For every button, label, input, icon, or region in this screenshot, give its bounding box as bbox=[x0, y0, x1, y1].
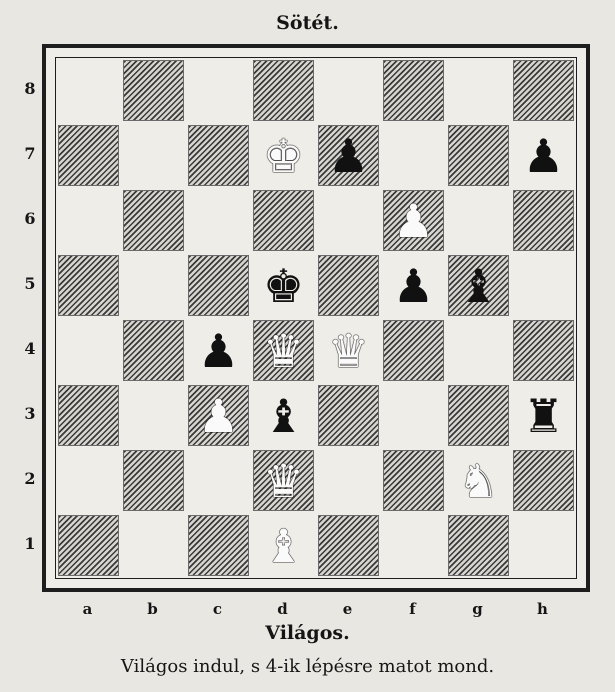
black-bishop-icon: ♝ bbox=[446, 253, 511, 318]
black-pawn-icon: ♟ bbox=[186, 318, 251, 383]
rank-label-6: 6 bbox=[22, 209, 38, 228]
square-e8 bbox=[316, 58, 381, 123]
square-b2 bbox=[123, 450, 184, 511]
rank-label-3: 3 bbox=[22, 404, 38, 423]
square-c8 bbox=[186, 58, 251, 123]
file-label-d: d bbox=[250, 600, 315, 618]
square-e2 bbox=[316, 448, 381, 513]
problem-caption: Világos indul, s 4-ik lépésre matot mond… bbox=[0, 656, 615, 677]
white-bishop-icon: ♝ bbox=[251, 513, 316, 578]
square-e5 bbox=[318, 255, 379, 316]
rank-label-2: 2 bbox=[22, 469, 38, 488]
black-pawn-icon: ♟ bbox=[381, 253, 446, 318]
square-g1 bbox=[448, 515, 509, 576]
square-a6 bbox=[56, 188, 121, 253]
square-b1 bbox=[121, 513, 186, 578]
square-d6 bbox=[253, 190, 314, 251]
file-label-g: g bbox=[445, 600, 510, 618]
black-king-icon: ♚ bbox=[251, 253, 316, 318]
square-g8 bbox=[446, 58, 511, 123]
black-side-label: Sötét. bbox=[0, 12, 615, 34]
black-pawn-icon: ♟ bbox=[316, 123, 381, 188]
square-f8 bbox=[383, 60, 444, 121]
square-h6 bbox=[513, 190, 574, 251]
square-c7 bbox=[188, 125, 249, 186]
square-h8 bbox=[513, 60, 574, 121]
square-b3 bbox=[121, 383, 186, 448]
square-a2 bbox=[56, 448, 121, 513]
file-label-c: c bbox=[185, 600, 250, 618]
square-f3 bbox=[381, 383, 446, 448]
square-b8 bbox=[123, 60, 184, 121]
rank-label-8: 8 bbox=[22, 79, 38, 98]
square-b7 bbox=[121, 123, 186, 188]
file-label-f: f bbox=[380, 600, 445, 618]
black-pawn-icon: ♟ bbox=[511, 123, 576, 188]
file-label-e: e bbox=[315, 600, 380, 618]
square-a4 bbox=[56, 318, 121, 383]
square-h1 bbox=[511, 513, 576, 578]
file-label-h: h bbox=[510, 600, 575, 618]
square-g6 bbox=[446, 188, 511, 253]
file-label-b: b bbox=[120, 600, 185, 618]
square-c6 bbox=[186, 188, 251, 253]
square-c5 bbox=[188, 255, 249, 316]
square-d8 bbox=[253, 60, 314, 121]
square-b4 bbox=[123, 320, 184, 381]
white-pawn-icon: ♟ bbox=[381, 188, 446, 253]
white-knight-icon: ♞ bbox=[446, 448, 511, 513]
square-g4 bbox=[446, 318, 511, 383]
square-h5 bbox=[511, 253, 576, 318]
square-g7 bbox=[448, 125, 509, 186]
chess-board: ♚♟♟♟♚♟♝♟♛♛♟♝♜♛♞♝ bbox=[42, 44, 590, 592]
square-e3 bbox=[318, 385, 379, 446]
white-queen-icon: ♛ bbox=[316, 318, 381, 383]
square-e6 bbox=[316, 188, 381, 253]
square-h2 bbox=[513, 450, 574, 511]
white-queen-icon: ♛ bbox=[251, 448, 316, 513]
square-g3 bbox=[448, 385, 509, 446]
square-e1 bbox=[318, 515, 379, 576]
square-f4 bbox=[383, 320, 444, 381]
square-a5 bbox=[58, 255, 119, 316]
square-b5 bbox=[121, 253, 186, 318]
square-h4 bbox=[513, 320, 574, 381]
square-f7 bbox=[381, 123, 446, 188]
board-grid: ♚♟♟♟♚♟♝♟♛♛♟♝♜♛♞♝ bbox=[55, 57, 577, 579]
black-bishop-icon: ♝ bbox=[251, 383, 316, 448]
square-f1 bbox=[381, 513, 446, 578]
file-label-a: a bbox=[55, 600, 120, 618]
square-a1 bbox=[58, 515, 119, 576]
white-queen-icon: ♛ bbox=[251, 318, 316, 383]
square-c2 bbox=[186, 448, 251, 513]
rank-label-4: 4 bbox=[22, 339, 38, 358]
white-pawn-icon: ♟ bbox=[186, 383, 251, 448]
square-a7 bbox=[58, 125, 119, 186]
rank-label-1: 1 bbox=[22, 534, 38, 553]
square-a3 bbox=[58, 385, 119, 446]
rank-label-5: 5 bbox=[22, 274, 38, 293]
square-c1 bbox=[188, 515, 249, 576]
square-f2 bbox=[383, 450, 444, 511]
white-side-label: Világos. bbox=[0, 622, 615, 644]
black-rook-icon: ♜ bbox=[511, 383, 576, 448]
rank-label-7: 7 bbox=[22, 144, 38, 163]
square-a8 bbox=[56, 58, 121, 123]
white-king-icon: ♚ bbox=[251, 123, 316, 188]
square-b6 bbox=[123, 190, 184, 251]
